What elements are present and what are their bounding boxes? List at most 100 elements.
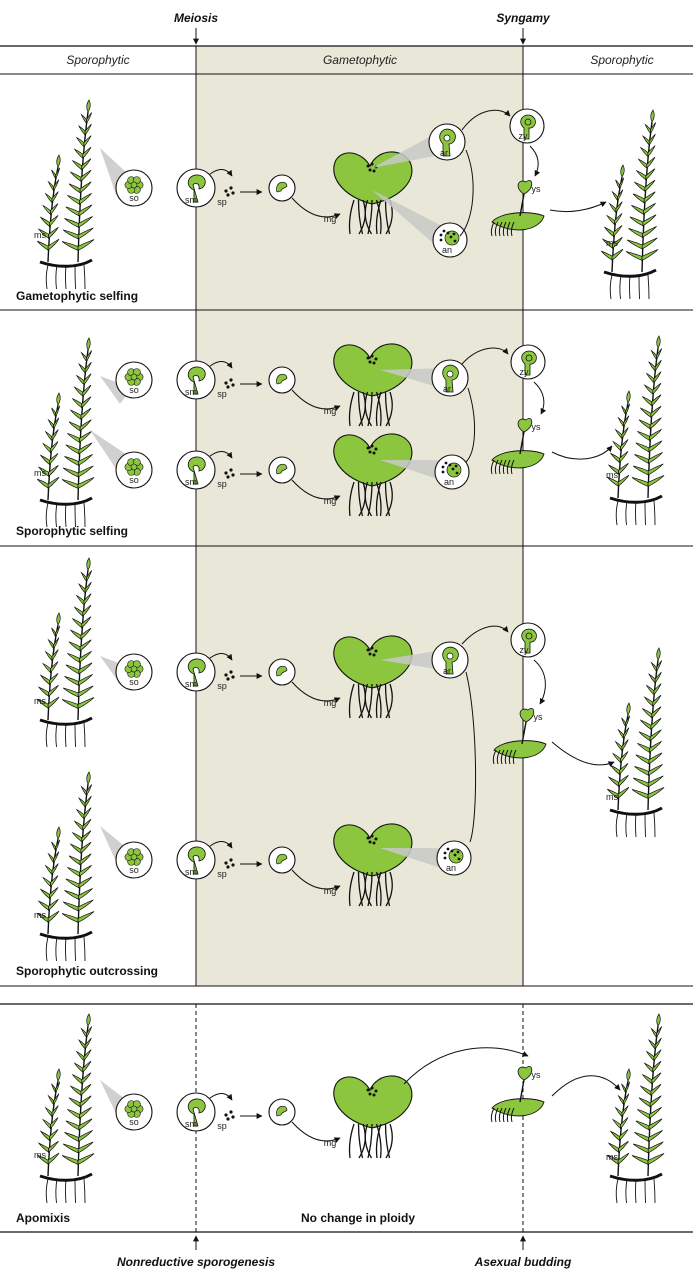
sm-label: sm <box>185 477 197 487</box>
spore-dot <box>224 471 227 474</box>
egg-cell <box>447 653 453 659</box>
an-label: an <box>446 863 456 873</box>
fern-root <box>626 501 627 525</box>
spore-dot <box>224 1113 227 1116</box>
fern-root <box>626 1179 627 1203</box>
spore-dot <box>231 863 234 866</box>
ys-label: ys <box>534 712 544 722</box>
sp-label: sp <box>217 869 227 879</box>
fern-root <box>46 1179 48 1203</box>
so-label: so <box>129 865 139 875</box>
fern-root <box>66 503 67 527</box>
fern-root <box>645 813 646 837</box>
sperm-dot <box>456 472 459 475</box>
young-to-mature-arrow <box>552 446 612 459</box>
gametangia-dot <box>371 445 374 448</box>
fern-sporophyte <box>62 772 94 934</box>
gametangia-dot <box>371 835 374 838</box>
fern-sporophyte <box>632 336 664 498</box>
sperm-dot <box>445 462 448 465</box>
phase-right-label: Sporophytic <box>590 53 653 67</box>
fern-root <box>636 813 637 837</box>
fern-sporophyte <box>607 391 630 498</box>
spore-dot <box>226 193 229 196</box>
fern-root <box>616 1179 618 1203</box>
sperm-dot <box>443 230 446 233</box>
fern-root <box>66 265 67 289</box>
gametangia-dot <box>369 841 372 844</box>
sperm-dot <box>447 848 450 851</box>
sperm-dot <box>457 851 460 854</box>
spore-dot <box>224 673 227 676</box>
ar-label: ar <box>443 666 451 676</box>
sm-label: sm <box>185 195 197 205</box>
sm-label: sm <box>185 679 197 689</box>
gametangia-dot <box>371 355 374 358</box>
fern-root <box>46 723 48 747</box>
zygote-to-young-arrow <box>530 146 538 176</box>
zygote-to-young-arrow <box>534 382 544 414</box>
sp-label: sp <box>217 479 227 489</box>
gametangia-dot <box>373 1094 376 1097</box>
gametophyte-heart <box>334 1076 412 1128</box>
sm-label: sm <box>185 387 197 397</box>
fern-root <box>620 275 621 299</box>
sporangium <box>131 666 137 672</box>
zygote-to-young-arrow <box>534 660 545 704</box>
fern-sporophyte <box>62 1014 94 1176</box>
sperm-dot <box>444 852 447 855</box>
sp-label: sp <box>217 681 227 691</box>
ms-label: ms <box>34 696 46 706</box>
sperm-dot <box>449 464 452 467</box>
gametangia-dot <box>375 448 378 451</box>
gametangia-dot <box>371 1087 374 1090</box>
spore-dot <box>226 475 229 478</box>
fern-root <box>645 1179 646 1203</box>
sperm-dot <box>455 465 458 468</box>
spore-release-arrow <box>210 1093 232 1100</box>
fern-sporophyte <box>601 165 624 272</box>
fern-root <box>654 813 655 837</box>
sperm-dot <box>451 850 454 853</box>
fern-root <box>616 813 618 837</box>
ms-label: ms <box>34 468 46 478</box>
fern-root <box>654 501 655 525</box>
sp-label: sp <box>217 1121 227 1131</box>
panel-title-apomixis: Apomixis <box>16 1211 70 1225</box>
so-label: so <box>129 475 139 485</box>
spore-dot <box>229 468 232 471</box>
sperm-dot <box>458 858 461 861</box>
sperm-dot <box>452 468 455 471</box>
spore-dot <box>226 865 229 868</box>
zygote-cell <box>526 355 532 361</box>
zy-label: zy <box>520 367 530 377</box>
an-label: an <box>444 477 454 487</box>
rhizoid <box>368 1124 372 1158</box>
spore-dot <box>229 186 232 189</box>
spore-dot <box>231 473 234 476</box>
fern-root <box>84 937 85 961</box>
gametangia-dot <box>373 842 376 845</box>
spore-dot <box>229 858 232 861</box>
fern-root <box>84 265 85 289</box>
syngamy-label: Syngamy <box>496 11 551 25</box>
sporangium <box>131 1106 137 1112</box>
fern-root <box>46 937 48 961</box>
zygote-cell <box>525 119 531 125</box>
fern-root <box>75 265 76 289</box>
gametangia-dot <box>373 170 376 173</box>
gametangia-dot <box>375 358 378 361</box>
spore-dot <box>226 677 229 680</box>
an-label: an <box>442 245 452 255</box>
ms-label: ms <box>606 470 618 480</box>
sperm-dot <box>442 466 445 469</box>
fern-root <box>75 1179 76 1203</box>
spore-dot <box>224 381 227 384</box>
ar-label: ar <box>443 384 451 394</box>
rhizoid <box>350 1124 355 1158</box>
spore-dot <box>229 378 232 381</box>
fern-root <box>46 265 48 289</box>
gametangia-dot <box>367 1089 370 1092</box>
sperm-dot <box>440 239 443 242</box>
fern-root <box>639 275 640 299</box>
